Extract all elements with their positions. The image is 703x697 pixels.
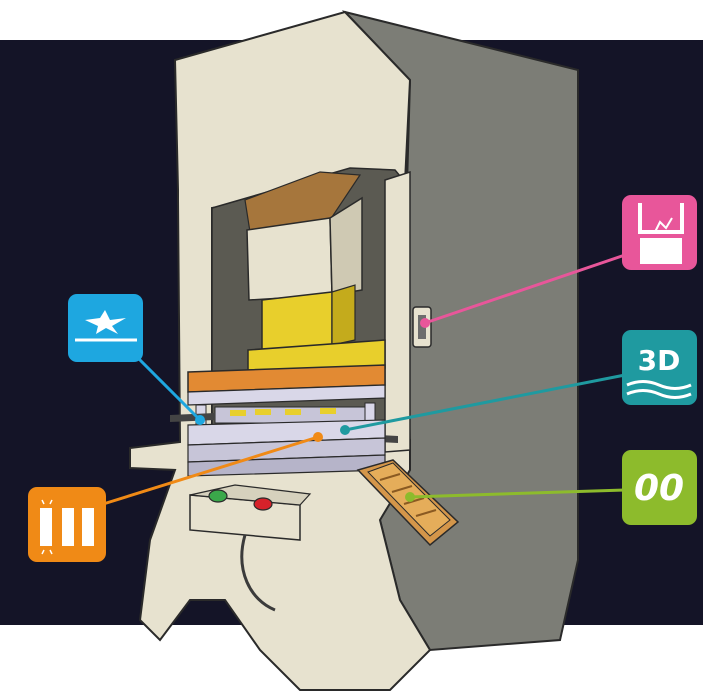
die-set (170, 364, 398, 477)
counter-label: 00 (634, 468, 684, 509)
3d-wave-icon (626, 380, 692, 399)
misfeed-sensor-callout[interactable] (622, 195, 697, 270)
pin-array-callout[interactable] (28, 487, 106, 562)
stop-button[interactable] (253, 497, 273, 511)
start-button[interactable] (208, 489, 228, 503)
misfeed-sensor-icon (638, 203, 684, 264)
collision-spark-icon (75, 310, 137, 342)
collision-sensor-callout[interactable] (68, 294, 143, 362)
3d-measurement-callout[interactable]: 3D (622, 330, 697, 405)
callout-lines (99, 253, 626, 507)
counter-callout[interactable]: 00 (622, 450, 697, 525)
control-cable (240, 534, 276, 612)
pin-array-icon (40, 499, 94, 555)
3d-label: 3D (638, 344, 681, 377)
control-box (189, 484, 312, 541)
